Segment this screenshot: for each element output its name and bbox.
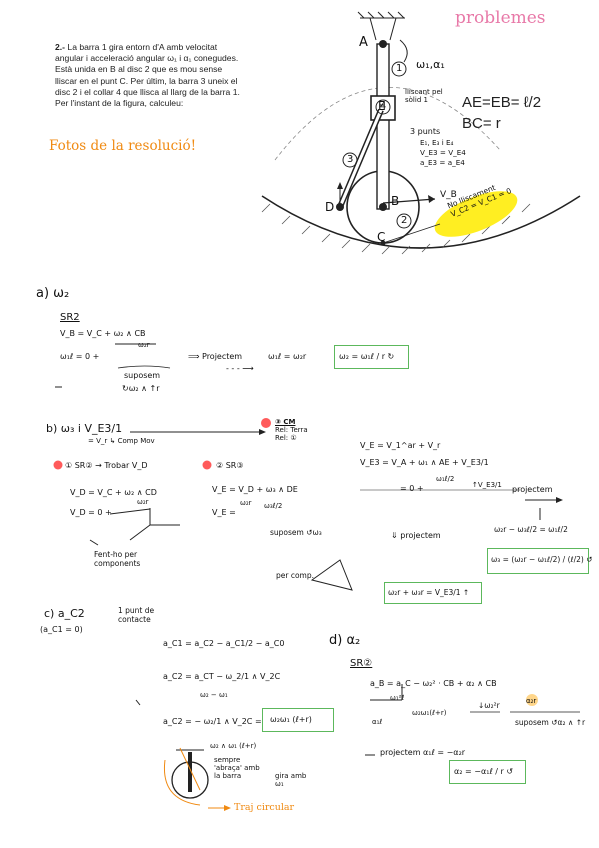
- part-b-right-6: projectem: [512, 485, 553, 494]
- part-b-mid-6: suposem ↺ω₃: [270, 528, 322, 537]
- dimensions: AE=EB= ℓ/2 BC= r: [462, 94, 542, 132]
- part-b-right-7: ω₂r − ω₃ℓ/2 = ω₁ℓ/2: [494, 525, 568, 534]
- part-b-mid-3: V_E =: [212, 508, 236, 517]
- part-b-right-2: V_E3 = V_A + ω₁ ∧ AE + V_E3/1: [360, 458, 489, 467]
- part-a-line-7: ω₁ℓ = ω₂r: [268, 352, 307, 361]
- part-b-result-2-box: [384, 582, 482, 604]
- label-c: C: [377, 230, 386, 244]
- part-d-heading: d) α₂: [329, 633, 361, 648]
- part-b-right-3: = 0 +: [400, 484, 424, 493]
- part-c-line-7: gira amb ω₁: [275, 772, 307, 788]
- part-c-result-box: [262, 708, 334, 732]
- part-a-result-box: [334, 345, 409, 369]
- part-d-sr: SR②: [350, 658, 373, 669]
- bar-1: [376, 43, 390, 210]
- part-c-line-2: a_C2 = a_CT − ω_2/1 ∧ V_2C: [163, 672, 281, 681]
- part-b-subheading: = V_r ↳ Comp Mov: [88, 437, 155, 445]
- part-a-heading: a) ω₂: [36, 286, 70, 301]
- part-c-line-3: ω₂ − ω₁: [200, 691, 228, 699]
- label-a: A: [359, 35, 368, 50]
- num-4: 4: [380, 101, 387, 112]
- part-b-right-4: ω₁ℓ/2: [436, 475, 455, 483]
- part-d-line-6: α₂r: [526, 697, 537, 705]
- part-b-result-1: ω₃ = (ω₂r − ω₁ℓ/2) / (ℓ/2) ↺: [491, 555, 593, 564]
- part-a-line-6: ⟹ Projectem: [188, 352, 243, 361]
- part-a-line-3: ω₂r: [138, 341, 150, 349]
- part-b-mid-1: ② SR③: [216, 461, 244, 470]
- part-a-line-1: V_B = V_C + ω₂ ∧ CB: [60, 329, 146, 338]
- part-a-line-8: - - - ⟶: [226, 364, 254, 373]
- highlight: [434, 191, 518, 237]
- support: [357, 11, 405, 41]
- part-b-mid-7: per comp.: [276, 571, 315, 580]
- part-c-line-4: a_C2 = − ω₂/1 ∧ V_2C =: [163, 717, 262, 726]
- part-a-line-4: suposem: [124, 371, 161, 380]
- label-e: E: [378, 99, 386, 113]
- label-b: B: [391, 194, 400, 208]
- label-d: D: [325, 200, 335, 214]
- marker-1: [53, 460, 63, 470]
- lliscant-note: lliscant pel sòlid 1: [405, 88, 443, 104]
- part-d-result: α₂ = −α₁ℓ / r ↺: [454, 767, 514, 776]
- part-c-line-6: sempre 'abraça' amb la barra: [214, 756, 260, 780]
- part-b-right-5: ↑V_E3/1: [472, 481, 502, 489]
- part-d-line-2: ω₁²ℓ: [390, 694, 405, 702]
- part-b-right-1: V_E = V_1^ar + V_r: [360, 441, 441, 450]
- photos-note: Fotos de la resolució!: [49, 138, 197, 154]
- num-3: 3: [347, 154, 354, 165]
- part-c-result: ω₂ω₁ (ℓ+r): [270, 715, 312, 724]
- omega-arrow: [399, 39, 408, 63]
- part-b-left-2: V_D = V_C + ω₂ ∧ CD: [70, 488, 157, 497]
- problem-number: 2.-: [55, 42, 66, 52]
- part-c-heading: c) a_C2: [44, 607, 85, 620]
- part-a-sr: SR2: [60, 312, 80, 323]
- part-b-mid-4: ω₂r: [240, 499, 252, 507]
- part-c-sub: (a_C1 = 0): [40, 625, 83, 634]
- part-b-mid-2: V_E = V_D + ω₃ ∧ DE: [212, 485, 298, 494]
- part-b-left-3: V_D = 0 +: [70, 508, 112, 517]
- part-d-line-3: α₁ℓ: [372, 718, 383, 726]
- problem-statement: 2.- La barra 1 gira entorn d'A amb veloc…: [55, 42, 245, 109]
- ground-arc: [261, 195, 581, 249]
- marker-3: [261, 418, 271, 428]
- part-b-cm: ③ CM Rel: Terra Rel: ①: [275, 418, 308, 442]
- vb-label: V_B: [440, 190, 457, 200]
- vb-arrow: [382, 198, 436, 204]
- part-b-result-2: ω₂r + ω₃r = V_E3/1 ↑: [388, 588, 470, 597]
- tres-punts: 3 punts: [410, 127, 441, 136]
- part-c-line-5: ω₂ ∧ ω₁ (ℓ+r): [210, 742, 257, 750]
- part-a-result: ω₂ = ω₁ℓ / r ↻: [339, 352, 395, 361]
- part-d-line-1: a_B = a_C − ω₂² · CB + α₂ ∧ CB: [370, 679, 497, 688]
- pin-a: [379, 40, 387, 48]
- part-b-left-1: ① SR② → Trobar V_D: [65, 461, 148, 470]
- part-b-left-4: ω₂r: [137, 498, 149, 506]
- ground-hatch: [261, 203, 531, 255]
- part-a-line-5: ↻ω₂ ∧ ↑r: [122, 384, 160, 393]
- header-note: problemes: [455, 8, 546, 28]
- part-d-line-5: ↓ω₂²r: [478, 701, 500, 710]
- part-a-line-2: ω₁ℓ = 0 +: [60, 352, 100, 361]
- marker-2: [202, 460, 212, 470]
- part-d-result-box: [449, 760, 526, 784]
- tres-punts-lines: E₁, E₃ i E₄ V_E3 = V_E4 a_E3 = a_E4: [420, 138, 466, 167]
- part-b-right-8: ⇓ projectem: [391, 531, 441, 540]
- d-highlight: [526, 694, 538, 706]
- part-c-line-8: Traj circular: [234, 802, 295, 813]
- part-c-note: 1 punt de contacte: [118, 606, 155, 624]
- part-d-line-4: ω₂ω₁(ℓ+r): [412, 709, 447, 717]
- part-b-left-5: Fent-ho per components: [94, 550, 141, 568]
- num-2: 2: [401, 215, 408, 226]
- part-b-heading: b) ω₃ i V_E3/1: [46, 422, 123, 435]
- pin-b: [379, 203, 387, 211]
- part-d-line-7: suposem ↺α₂ ∧ ↑r: [515, 718, 586, 727]
- part-b-mid-5: ω₃ℓ/2: [264, 502, 283, 510]
- omega-alpha-label: ω₁,α₁: [416, 58, 445, 71]
- part-d-line-8: projectem α₁ℓ = −α₂r: [380, 748, 466, 757]
- part-b-result-1-box: [487, 548, 589, 574]
- num-1: 1: [396, 63, 403, 74]
- problem-text: La barra 1 gira entorn d'A amb velocitat…: [55, 42, 240, 109]
- part-c-line-1: a_C1 = a_C2 − a_C1/2 − a_C0: [163, 639, 285, 648]
